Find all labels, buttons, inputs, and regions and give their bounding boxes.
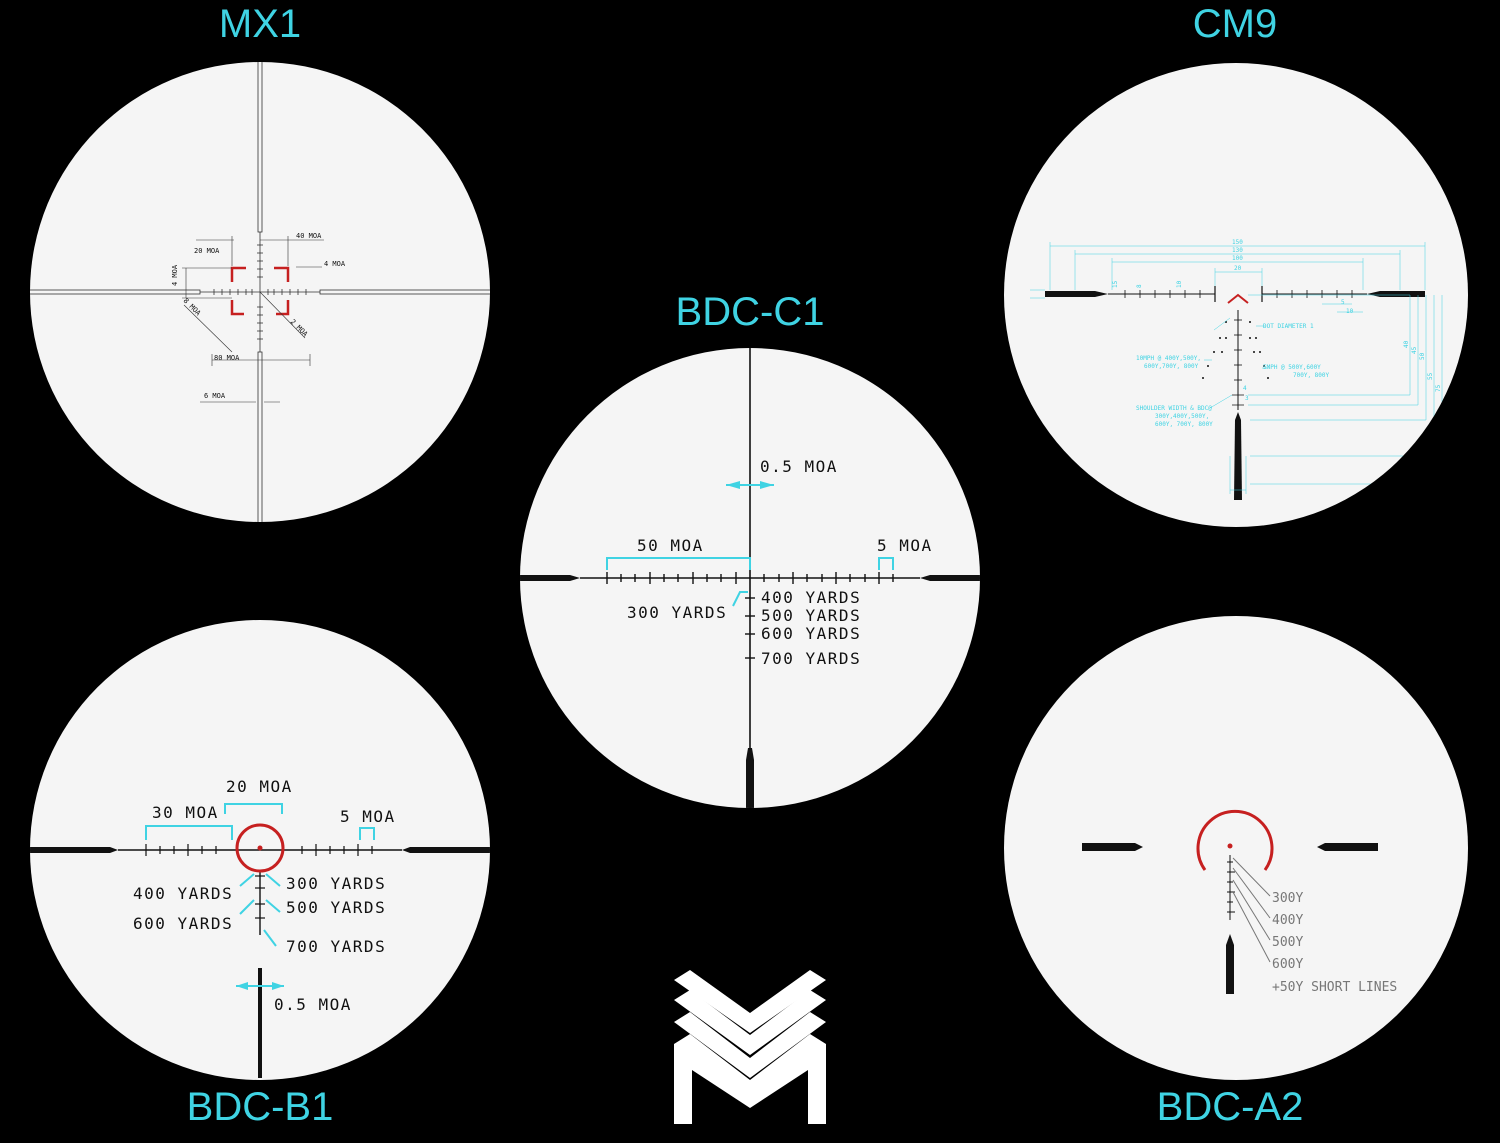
mx1-label-4moa-left: 4 MOA: [171, 264, 179, 286]
b1-label-half-moa: 0.5 MOA: [274, 995, 352, 1014]
c1-label-600: 600 YARDS: [761, 624, 861, 643]
cm9-dim-20: 20: [1234, 265, 1242, 272]
a2-label-short-lines: +50Y SHORT LINES: [1272, 980, 1397, 995]
cm9-wind10-a: 10MPH @ 400Y,500Y,: [1136, 355, 1201, 362]
cm9-shoulder-a: SHOULDER WIDTH & BDC@: [1136, 405, 1212, 412]
c1-label-5moa: 5 MOA: [877, 536, 933, 555]
cm9-dim-15: 15: [1112, 280, 1119, 288]
cm9-dim-100: 100: [1232, 255, 1243, 262]
mx1-label-80moa: 80 MOA: [214, 354, 240, 362]
cm9-v4: 4: [1243, 385, 1247, 392]
a2-label-600y: 600Y: [1272, 957, 1303, 972]
c1-label-700: 700 YARDS: [761, 649, 861, 668]
b1-label-700: 700 YARDS: [286, 937, 386, 956]
cm9-shoulder-b: 300Y,400Y,500Y,: [1155, 413, 1209, 420]
cm9-rdim-55: 55: [1427, 372, 1434, 380]
b1-label-20moa: 20 MOA: [226, 777, 293, 796]
bdc-c1-reticle: 0.5 MOA 50 MOA 5 MOA 300 YARDS 400 YARDS…: [520, 348, 980, 808]
cm9-dim-5: 5: [1341, 299, 1345, 306]
b1-label-300: 300 YARDS: [286, 874, 386, 893]
mx1-label-4moa-right: 4 MOA: [324, 260, 346, 268]
c1-label-400: 400 YARDS: [761, 588, 861, 607]
a2-label-400y: 400Y: [1272, 913, 1303, 928]
b1-label-5moa: 5 MOA: [340, 807, 396, 826]
title-bdc-b1: BDC-B1: [186, 1085, 334, 1129]
cm9-rdim-45: 45: [1411, 346, 1418, 354]
cm9-dot-diameter: DOT DIAMETER 1: [1263, 323, 1314, 330]
mx1-label-6moa: 6 MOA: [204, 392, 226, 400]
bdc-b1-reticle: 30 MOA 20 MOA 5 MOA 300 YARDS 400 YARDS …: [30, 620, 490, 1080]
title-bdc-a2: BDC-A2: [1156, 1085, 1304, 1129]
c1-label-50moa: 50 MOA: [637, 536, 704, 555]
c1-label-300: 300 YARDS: [627, 603, 727, 622]
b1-label-500: 500 YARDS: [286, 898, 386, 917]
cm9-rdim-40: 40: [1403, 340, 1410, 348]
cm9-wind5-a: 5MPH @ 500Y,600Y: [1263, 364, 1321, 371]
cm9-rdim-50: 50: [1419, 352, 1426, 360]
cm9-dim-130: 130: [1232, 247, 1243, 254]
mx1-reticle: 20 MOA 40 MOA 4 MOA 4 MOA 8 MOA 2 MOA 80…: [30, 62, 490, 522]
cm9-reticle: 150 130 100 20 15 8 10 5 10 DOT DIAMETER…: [1004, 63, 1468, 527]
b1-label-400: 400 YARDS: [133, 884, 233, 903]
c1-label-500: 500 YARDS: [761, 606, 861, 625]
cm9-dim-10b: 10: [1346, 308, 1354, 315]
c1-label-half-moa: 0.5 MOA: [760, 457, 838, 476]
brand-logo: [674, 970, 826, 1124]
cm9-dim-8: 8: [1136, 284, 1143, 288]
cm9-v3: 3: [1245, 395, 1249, 402]
title-bdc-c1: BDC-C1: [675, 290, 825, 334]
a2-label-300y: 300Y: [1272, 891, 1303, 906]
mx1-label-40moa: 40 MOA: [296, 232, 322, 240]
cm9-dim-10: 10: [1176, 280, 1183, 288]
title-mx1: MX1: [218, 2, 302, 46]
a2-label-500y: 500Y: [1272, 935, 1303, 950]
cm9-wind10-b: 600Y,700Y, 800Y: [1144, 363, 1199, 370]
title-cm9: CM9: [1192, 2, 1278, 46]
bdc-a2-reticle: 300Y 400Y 500Y 600Y +50Y SHORT LINES: [1004, 616, 1468, 1080]
cm9-shoulder-c: 600Y, 700Y, 800Y: [1155, 421, 1213, 428]
mx1-label-20moa: 20 MOA: [194, 247, 220, 255]
b1-label-30moa: 30 MOA: [152, 803, 219, 822]
cm9-wind5-b: 700Y, 800Y: [1293, 372, 1330, 379]
b1-label-600: 600 YARDS: [133, 914, 233, 933]
cm9-dim-150: 150: [1232, 239, 1243, 246]
cm9-rdim-75: 75: [1435, 384, 1442, 392]
